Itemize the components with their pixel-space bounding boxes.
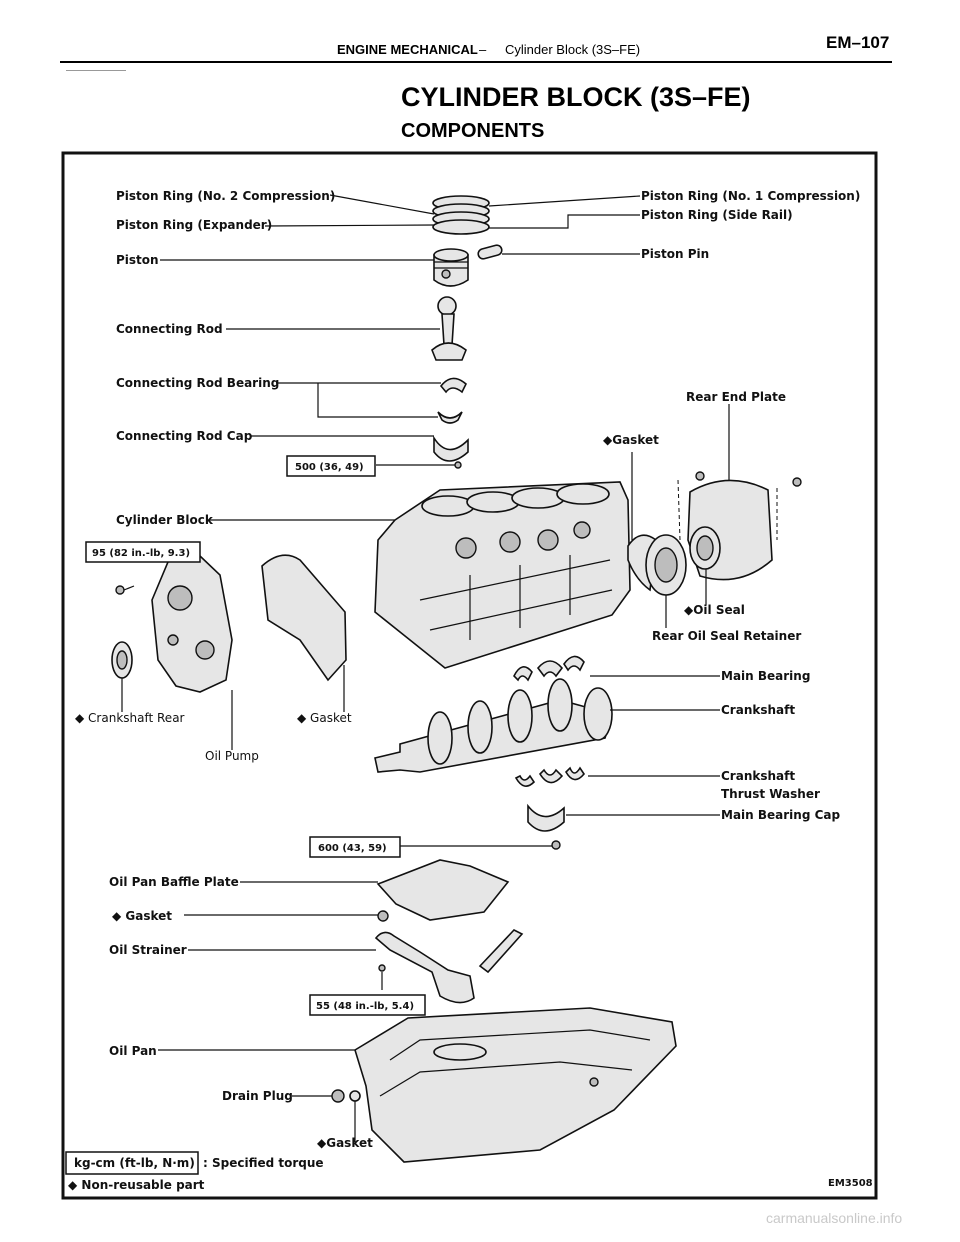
label-thrust-washer-2: Thrust Washer [721, 787, 820, 801]
label-connecting-rod-bearing: Connecting Rod Bearing [116, 376, 279, 390]
header-rule [60, 61, 892, 63]
label-crankshaft: Crankshaft [721, 703, 795, 717]
label-connecting-rod-cap: Connecting Rod Cap [116, 429, 253, 443]
torque-box-rod-cap [286, 455, 376, 477]
torque-main-cap: 600 (43, 59) [318, 843, 387, 854]
label-gasket-drain: ◆Gasket [317, 1136, 373, 1150]
crankshaft-drawing [374, 678, 613, 773]
torque-oil-pump: 95 (82 in.-lb, 9.3) [92, 548, 190, 559]
label-oil-pan-baffle-plate: Oil Pan Baffle Plate [109, 875, 239, 889]
label-main-bearing-cap: Main Bearing Cap [721, 808, 841, 822]
oil-pump-drawing [151, 555, 233, 693]
pan-bolt-icon [589, 1077, 599, 1087]
legend-torque-units: kg-cm (ft-lb, N·m) [74, 1156, 195, 1170]
pump-bolt-icon [115, 585, 125, 595]
header-rule-short [66, 70, 126, 71]
label-piston: Piston [116, 253, 159, 267]
label-gasket-pump: ◆ Gasket [297, 711, 352, 725]
main-bearing-drawing [513, 655, 585, 682]
crankshaft-rear-seal-drawing [111, 641, 133, 679]
rod-cap-drawing [433, 435, 469, 469]
diagram-frame [61, 151, 878, 1200]
label-oil-seal: ◆Oil Seal [684, 603, 745, 617]
header-separator: – [479, 42, 487, 57]
strainer-bolt-icon [378, 964, 386, 972]
torque-box-strainer [309, 994, 426, 1016]
cylinder-block-drawing [374, 481, 631, 669]
rear-retainer-drawing [645, 534, 687, 596]
header-subsection: Cylinder Block (3S–FE) [505, 42, 641, 57]
rear-oil-seal-drawing [689, 526, 721, 570]
label-cylinder-block: Cylinder Block [116, 513, 214, 527]
label-rear-end-plate: Rear End Plate [686, 390, 786, 404]
label-piston-ring-no1: Piston Ring (No. 1 Compression) [641, 189, 860, 203]
torque-strainer: 55 (48 in.-lb, 5.4) [316, 1001, 414, 1012]
label-piston-pin: Piston Pin [641, 247, 709, 261]
label-crankshaft-rear: ◆ Crankshaft Rear [75, 711, 185, 725]
page-subtitle: COMPONENTS [401, 120, 545, 142]
main-bearing-cap-drawing [527, 803, 565, 850]
legend-torque-box [65, 1151, 199, 1175]
figure-code: EM3508 [828, 1178, 873, 1189]
label-oil-pan: Oil Pan [109, 1044, 157, 1058]
label-piston-ring-expander: Piston Ring (Expander) [116, 218, 272, 232]
label-oil-strainer: Oil Strainer [109, 943, 187, 957]
baffle-plate-drawing [376, 859, 510, 921]
legend-nonreusable: ◆ Non-reusable part [68, 1178, 205, 1192]
piston-rings-drawing [432, 195, 490, 235]
label-drain-plug: Drain Plug [222, 1089, 293, 1103]
oil-strainer-drawing [374, 929, 524, 1004]
drain-plug-icon [331, 1089, 345, 1103]
pump-gasket-drawing [261, 554, 347, 682]
header-section: ENGINE MECHANICAL [337, 42, 478, 57]
label-gasket-rear: ◆Gasket [603, 433, 659, 447]
page-title: CYLINDER BLOCK (3S–FE) [401, 82, 751, 112]
drain-gasket-icon [349, 1090, 361, 1102]
label-main-bearing: Main Bearing [721, 669, 810, 683]
piston-drawing [433, 248, 469, 287]
label-piston-ring-no2: Piston Ring (No. 2 Compression) [116, 189, 335, 203]
label-piston-ring-side-rail: Piston Ring (Side Rail) [641, 208, 793, 222]
strainer-gasket-icon [377, 910, 389, 922]
watermark: carmanualsonline.info [766, 1210, 903, 1226]
torque-rod-cap: 500 (36, 49) [295, 462, 364, 473]
label-thrust-washer-1: Crankshaft [721, 769, 795, 783]
torque-box-main-cap [309, 836, 401, 858]
legend-specified-torque: : Specified torque [203, 1156, 324, 1170]
oil-pan-drawing [354, 1007, 677, 1163]
thrust-washer-drawing [514, 766, 585, 787]
label-oil-pump: Oil Pump [205, 749, 259, 763]
connecting-rod-drawing [431, 296, 467, 361]
page-number: EM–107 [826, 33, 890, 52]
label-rear-oil-seal-retainer: Rear Oil Seal Retainer [652, 629, 801, 643]
torque-box-oil-pump [85, 541, 201, 563]
label-connecting-rod: Connecting Rod [116, 322, 223, 336]
label-gasket-strainer: ◆ Gasket [112, 909, 172, 923]
piston-pin-drawing [477, 244, 503, 260]
rod-bearing-drawing [437, 377, 467, 424]
